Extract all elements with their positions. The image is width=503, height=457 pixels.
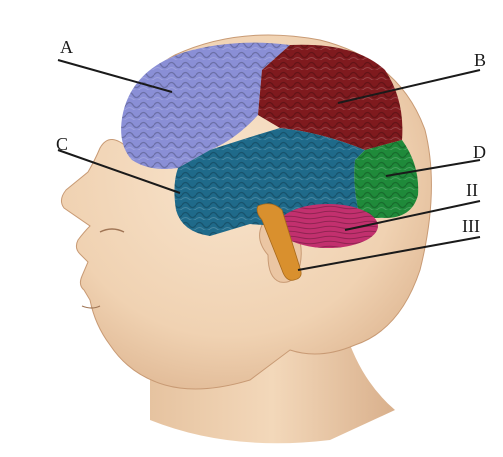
- label-d: D: [473, 142, 486, 162]
- label-a: A: [60, 37, 73, 57]
- lobe-d-occipital: [354, 140, 418, 218]
- label-iii: III: [462, 216, 480, 236]
- label-ii: II: [466, 180, 478, 200]
- label-c: C: [56, 134, 68, 154]
- label-b: B: [474, 50, 486, 70]
